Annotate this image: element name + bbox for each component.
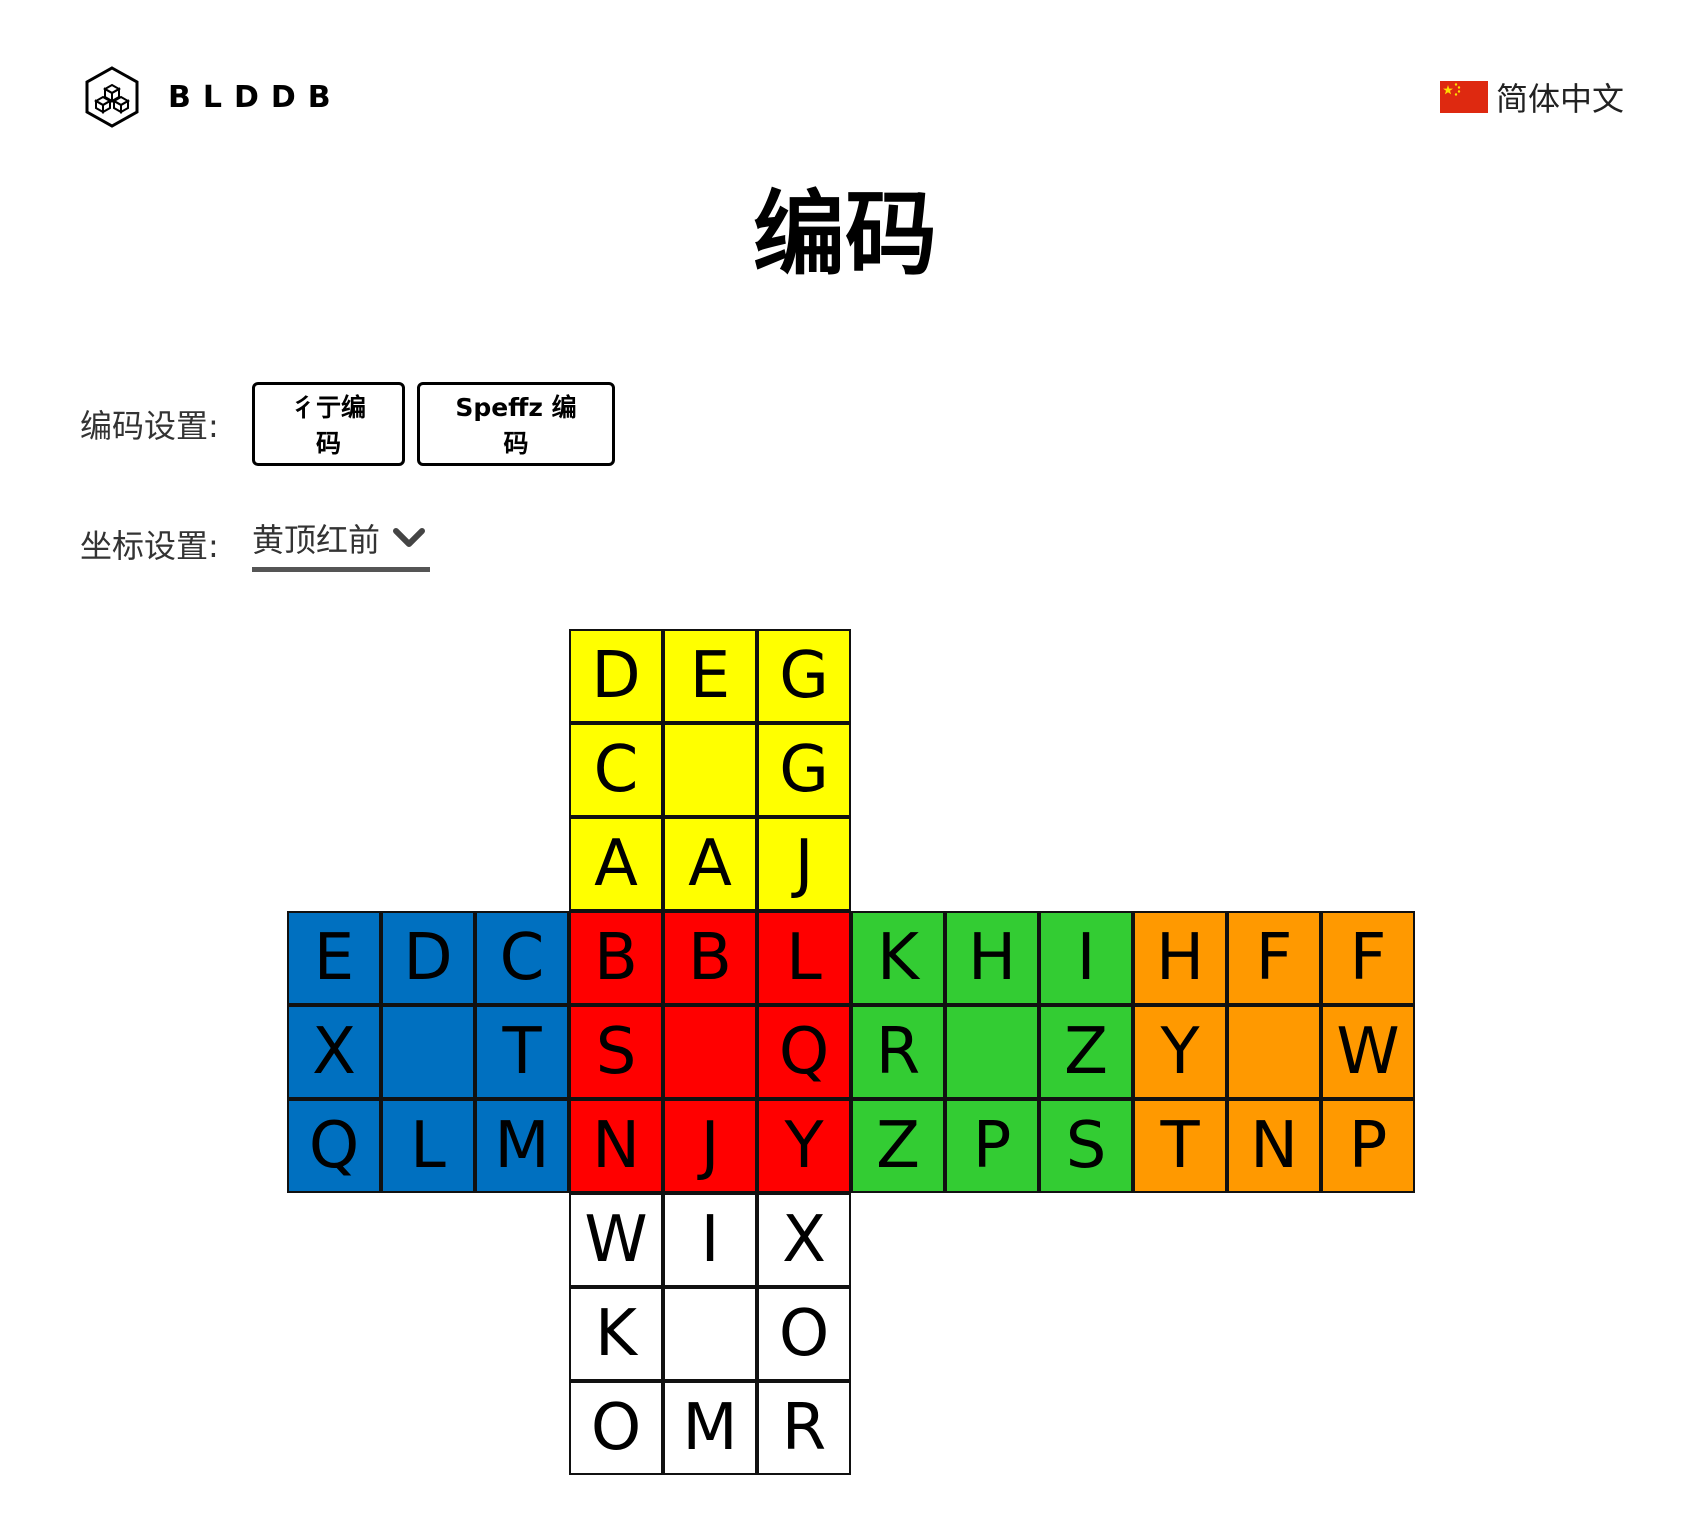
sticker-up-5: G — [757, 723, 851, 817]
sticker-left-6: Q — [287, 1099, 381, 1193]
sticker-down-4 — [663, 1287, 757, 1381]
sticker-up-3: C — [569, 723, 663, 817]
sticker-back-3: Y — [1133, 1005, 1227, 1099]
sticker-right-5: Z — [1039, 1005, 1133, 1099]
sticker-back-6: T — [1133, 1099, 1227, 1193]
sticker-up-6: A — [569, 817, 663, 911]
language-selector[interactable]: 简体中文 — [1439, 74, 1624, 120]
sticker-front-1: B — [663, 911, 757, 1005]
sticker-down-1: I — [663, 1193, 757, 1287]
sticker-down-6: O — [569, 1381, 663, 1475]
sticker-back-5: W — [1321, 1005, 1415, 1099]
sticker-back-8: P — [1321, 1099, 1415, 1193]
page-title: 编码 — [752, 181, 937, 288]
sticker-front-7: J — [663, 1099, 757, 1193]
sticker-back-4 — [1227, 1005, 1321, 1099]
sticker-up-8: J — [757, 817, 851, 911]
sticker-left-1: D — [381, 911, 475, 1005]
sticker-front-2: L — [757, 911, 851, 1005]
sticker-down-5: O — [757, 1287, 851, 1381]
sticker-down-0: W — [569, 1193, 663, 1287]
encoding-setting-row: 编码设置: 彳亍编码 Speffz 编码 — [80, 382, 627, 466]
coordinate-setting-row: 坐标设置: 黄顶红前 — [80, 515, 430, 572]
sticker-up-4 — [663, 723, 757, 817]
sticker-left-8: M — [475, 1099, 569, 1193]
chichu-encoding-button[interactable]: 彳亍编码 — [252, 382, 405, 466]
coordinate-select-value: 黄顶红前 — [252, 521, 381, 559]
sticker-left-3: X — [287, 1005, 381, 1099]
sticker-front-6: N — [569, 1099, 663, 1193]
sticker-down-8: R — [757, 1381, 851, 1475]
sticker-front-5: Q — [757, 1005, 851, 1099]
encoding-setting-label: 编码设置: — [80, 407, 219, 445]
sticker-right-3: R — [851, 1005, 945, 1099]
sticker-up-0: D — [569, 629, 663, 723]
sticker-right-6: Z — [851, 1099, 945, 1193]
sticker-right-1: H — [945, 911, 1039, 1005]
sticker-back-2: F — [1321, 911, 1415, 1005]
sticker-right-2: I — [1039, 911, 1133, 1005]
china-flag-icon — [1439, 81, 1488, 113]
sticker-right-7: P — [945, 1099, 1039, 1193]
sticker-left-4 — [381, 1005, 475, 1099]
sticker-down-3: K — [569, 1287, 663, 1381]
chevron-down-icon — [393, 528, 426, 547]
speffz-encoding-button[interactable]: Speffz 编码 — [417, 382, 615, 466]
sticker-down-7: M — [663, 1381, 757, 1475]
sticker-down-2: X — [757, 1193, 851, 1287]
sticker-front-8: Y — [757, 1099, 851, 1193]
sticker-front-3: S — [569, 1005, 663, 1099]
sticker-front-0: B — [569, 911, 663, 1005]
sticker-front-4 — [663, 1005, 757, 1099]
sticker-back-0: H — [1133, 911, 1227, 1005]
sticker-up-1: E — [663, 629, 757, 723]
sticker-up-2: G — [757, 629, 851, 723]
sticker-left-2: C — [475, 911, 569, 1005]
sticker-right-4 — [945, 1005, 1039, 1099]
sticker-left-0: E — [287, 911, 381, 1005]
logo-text: BLDDB — [168, 79, 343, 115]
coordinate-select[interactable]: 黄顶红前 — [252, 515, 430, 572]
sticker-up-7: A — [663, 817, 757, 911]
sticker-back-1: F — [1227, 911, 1321, 1005]
sticker-back-7: N — [1227, 1099, 1321, 1193]
cube-hexagon-icon — [85, 66, 139, 128]
sticker-left-7: L — [381, 1099, 475, 1193]
sticker-right-8: S — [1039, 1099, 1133, 1193]
language-label: 简体中文 — [1495, 80, 1624, 118]
sticker-right-0: K — [851, 911, 945, 1005]
coordinate-setting-label: 坐标设置: — [80, 526, 219, 565]
sticker-left-5: T — [475, 1005, 569, 1099]
logo-link[interactable]: BLDDB — [84, 66, 343, 128]
